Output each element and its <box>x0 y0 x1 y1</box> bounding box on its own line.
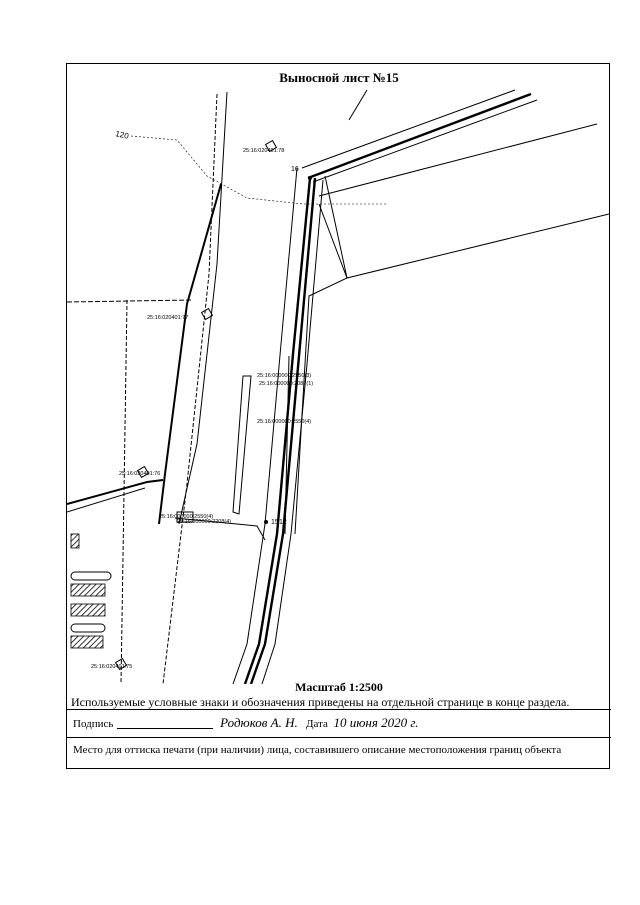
right-parcel <box>294 175 348 535</box>
connector-line <box>174 517 266 541</box>
cadastral-map: 120 16 15 12 25:16:020401:78 25:16:02040… <box>67 89 610 684</box>
left-road-dashed-3 <box>120 299 128 684</box>
building-01-76 <box>136 465 150 479</box>
parcel-label-01-75: 25:16:020401:75 <box>91 664 132 670</box>
linear-object-outer-right <box>261 179 324 684</box>
lower-left-road-1 <box>67 479 164 505</box>
parcel-label-01-77: 25:16:020401:77 <box>147 315 188 321</box>
branch-upper-2 <box>307 92 532 180</box>
date-value: 10 июня 2020 г. <box>333 715 419 730</box>
point-16-marker <box>308 176 312 180</box>
small-parcel <box>232 375 252 515</box>
point-15-label: 15 <box>271 519 279 526</box>
parcel-label-2550-4: 25:16:000000:2550(4) <box>257 419 311 425</box>
parcel-label-left2: 25:16:000000:2208(4) <box>177 519 231 525</box>
left-road-solid-1 <box>178 91 228 525</box>
point-16-label: 16 <box>291 166 299 173</box>
contour-line <box>130 135 387 205</box>
legend-note: Используемые условные знаки и обозначени… <box>71 695 570 709</box>
right-parcel-top <box>318 123 598 197</box>
parcel-label-01-76: 25:16:020401:76 <box>119 471 160 477</box>
branch-upper-3 <box>312 99 538 183</box>
right-parcel-inner <box>318 203 610 279</box>
building-01-77 <box>200 307 214 321</box>
linear-object-inner-right <box>249 177 317 684</box>
signature-row: Подпись Родюков А. Н. Дата 10 июня 2020 … <box>73 715 419 731</box>
signature-label: Подпись <box>73 718 114 730</box>
linear-object-outer-left <box>232 167 298 684</box>
point-15-marker <box>264 520 268 524</box>
parcel-label-left: 25:16:000000:2550(4) <box>159 514 213 520</box>
map-scale: Масштаб 1:2500 <box>295 680 383 694</box>
left-road-dashed <box>162 93 218 684</box>
parcel-label-01-78: 25:16:020401:78 <box>243 148 284 154</box>
sheet-frame: 120 16 15 12 25:16:020401:78 25:16:02040… <box>66 63 611 769</box>
stamp-text: Место для оттиска печати (при наличии) л… <box>73 744 562 756</box>
parcel-label-2550-3: 25:16:000000:2550(3) <box>257 373 311 379</box>
left-road-solid-2 <box>158 183 222 525</box>
building-01-75 <box>114 657 128 671</box>
parcel-label-2087-1: 25:16:000000:2087(1) <box>259 381 313 387</box>
point-12-label: 12 <box>279 519 287 526</box>
sheet-title: Выносной лист №15 <box>279 70 399 85</box>
date-label: Дата <box>306 718 328 730</box>
hatched-buildings <box>70 533 112 649</box>
building-01-78 <box>264 139 278 153</box>
divider-bottom <box>67 737 611 738</box>
marker-top <box>348 89 368 121</box>
left-road-dashed-2 <box>67 299 192 303</box>
label-box <box>176 511 194 523</box>
small-parcel-2 <box>284 355 290 535</box>
branch-upper-1 <box>301 89 516 169</box>
contour-label: 120 <box>115 129 130 141</box>
signer-name: Родюков А. Н. <box>220 715 298 730</box>
lower-left-road-2 <box>67 487 146 513</box>
divider-top <box>67 709 611 710</box>
linear-object-inner-left <box>243 177 312 684</box>
signature-line <box>117 728 214 729</box>
